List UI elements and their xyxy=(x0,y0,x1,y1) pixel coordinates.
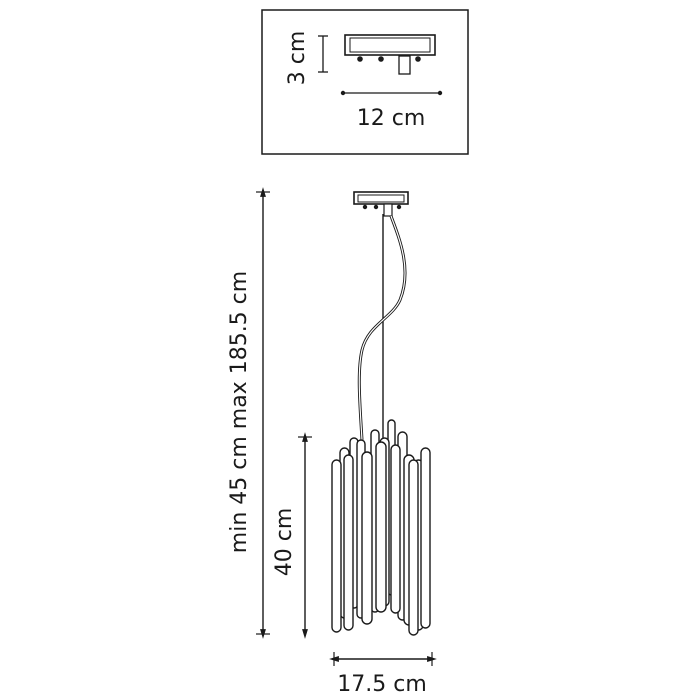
canopy-height-label: 3 cm xyxy=(285,30,310,86)
detail-frame xyxy=(261,9,469,155)
total-height-label: min 45 cm max 185.5 cm xyxy=(227,270,252,554)
canopy-detail-box xyxy=(261,9,469,155)
canopy-width-label: 12 cm xyxy=(356,106,426,131)
body-height-label: 40 cm xyxy=(272,507,297,577)
pendant-lamp xyxy=(256,187,437,666)
power-cable xyxy=(357,215,407,441)
detail-canopy-plate xyxy=(344,34,436,56)
detail-cable-clamp xyxy=(398,55,411,75)
body-width-label: 17.5 cm xyxy=(337,672,427,697)
tube-cluster xyxy=(331,419,431,636)
